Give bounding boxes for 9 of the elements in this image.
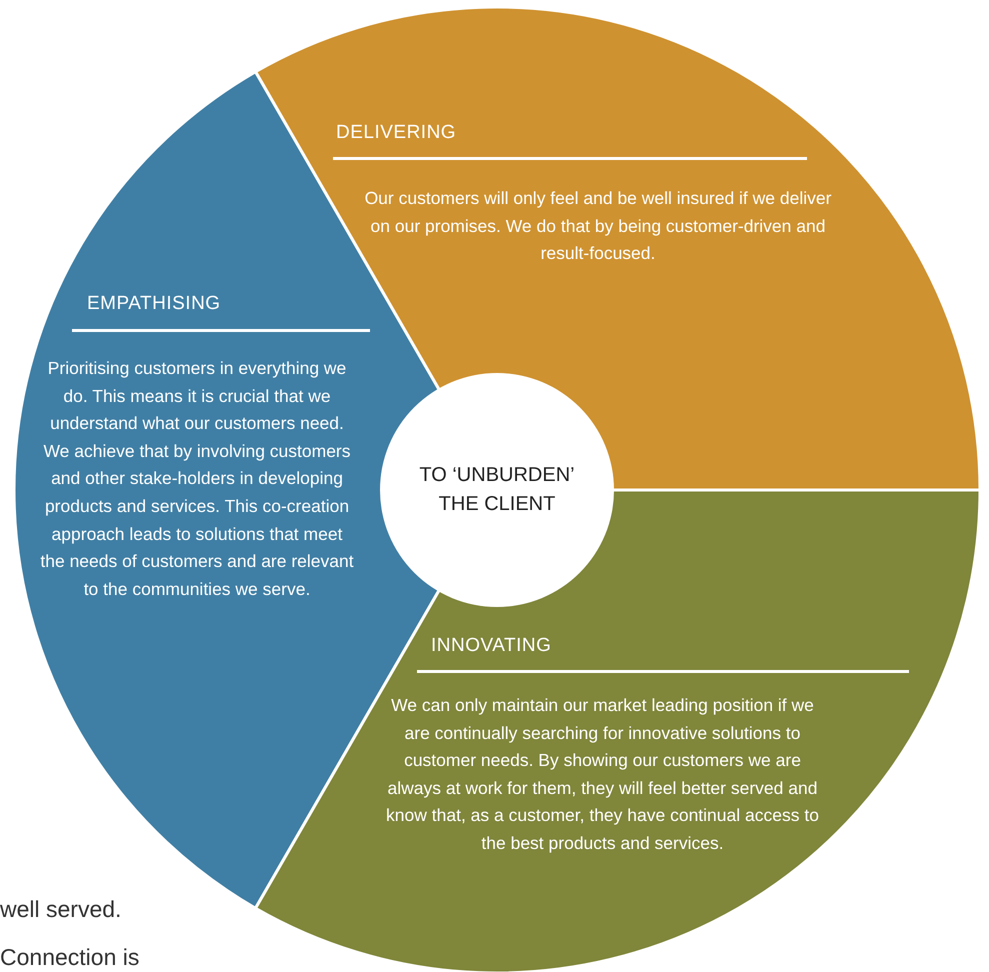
center-label: TO ‘UNBURDEN’ THE CLIENT [418, 463, 576, 517]
body-text: We can only maintain our market leading position if we are continually searching for innovative solutions to customer needs. By showing our customers we are always at work for them, they will feel better served and know that, as a customer, they have continual access to the best products and services. [385, 694, 820, 855]
body-text: well served. [0, 896, 122, 923]
section-heading: DELIVERING [336, 122, 456, 144]
section-heading: INNOVATING [431, 635, 552, 657]
body-text: Connection is [0, 944, 140, 971]
body-text: Our customers will only feel and be well insured if we deliver on our promises. We do that by being customer-driven and result-focused. [364, 187, 832, 266]
body-text: Prioritising customers in everything we do. This means it is crucial that we understand what our customers need. We achieve that by involving customers and other stake-holders in developing products and services. This co-creation approach leads to solutions that meet the needs of customers and are relevant to the communities we serve. [39, 357, 355, 601]
section-heading: EMPATHISING [87, 293, 221, 315]
